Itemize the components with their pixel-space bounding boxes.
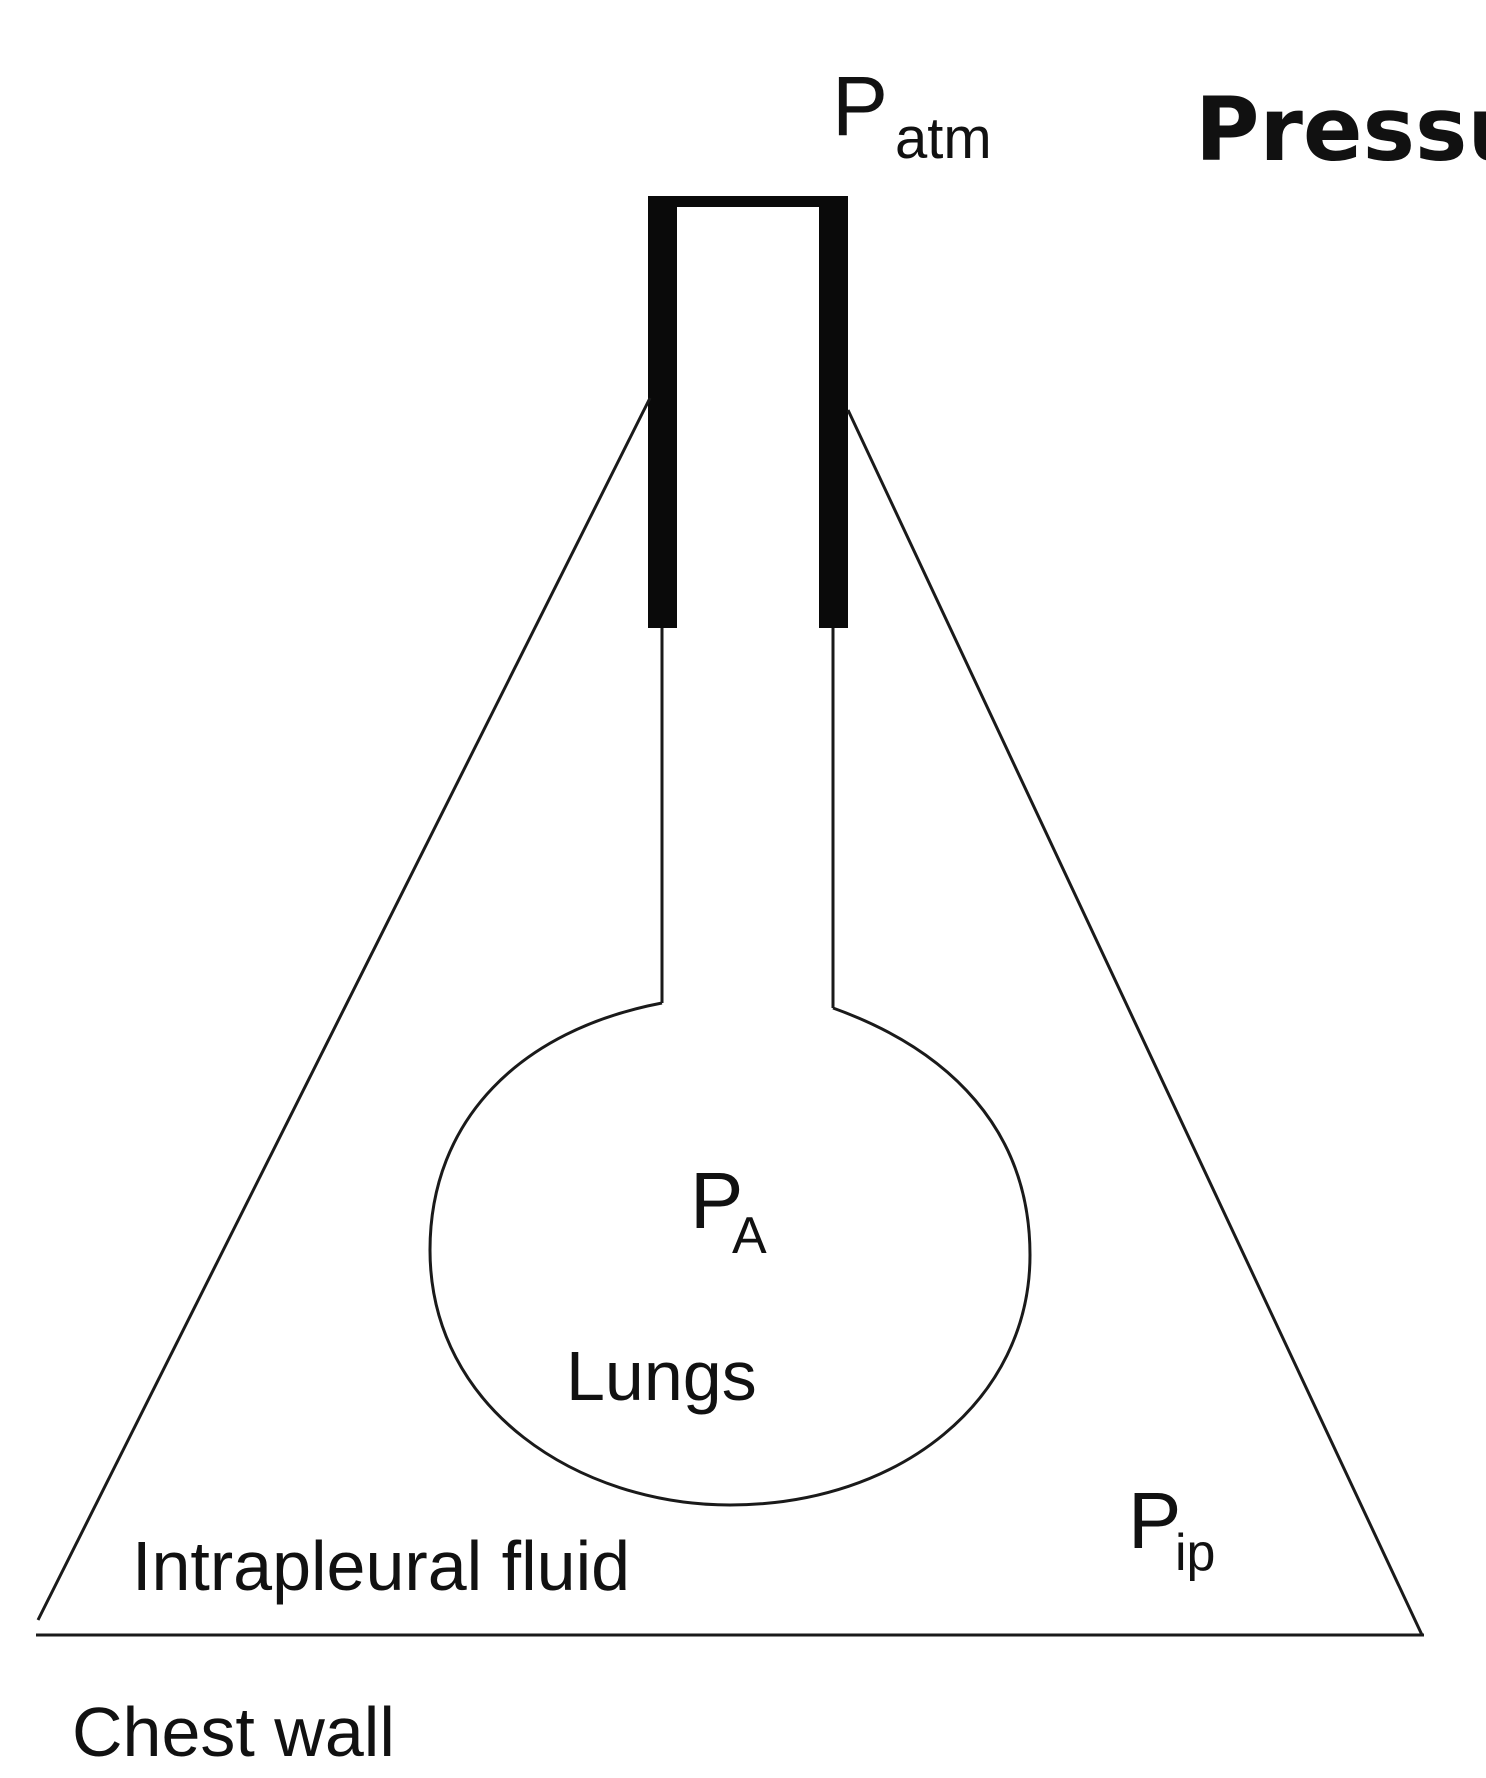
p-atm-main: P	[832, 59, 888, 153]
chest-wall-right-side	[846, 409, 1424, 1636]
p-atm-subscript: atm	[895, 106, 992, 171]
p-ip-label: P ip	[1128, 1476, 1215, 1582]
p-alveolar-subscript: A	[732, 1207, 767, 1265]
lungs-label: Lungs	[566, 1337, 757, 1415]
intrapleural-fluid-label: Intrapleural fluid	[132, 1527, 630, 1605]
chest-wall-left-side	[36, 397, 652, 1621]
p-atm-label: P atm	[832, 59, 992, 171]
p-alveolar-main: P	[690, 1156, 743, 1245]
airway-right-wall	[819, 196, 848, 628]
lung-balloon	[428, 1001, 1032, 1507]
p-alveolar-label: P A	[690, 1156, 767, 1265]
p-ip-main: P	[1128, 1476, 1181, 1565]
p-ip-subscript: ip	[1175, 1524, 1215, 1582]
airway-cap	[648, 196, 848, 207]
diagram-title: Pressu	[1195, 78, 1486, 181]
airway-left-wall	[648, 196, 677, 628]
chest-wall-label: Chest wall	[72, 1693, 395, 1771]
